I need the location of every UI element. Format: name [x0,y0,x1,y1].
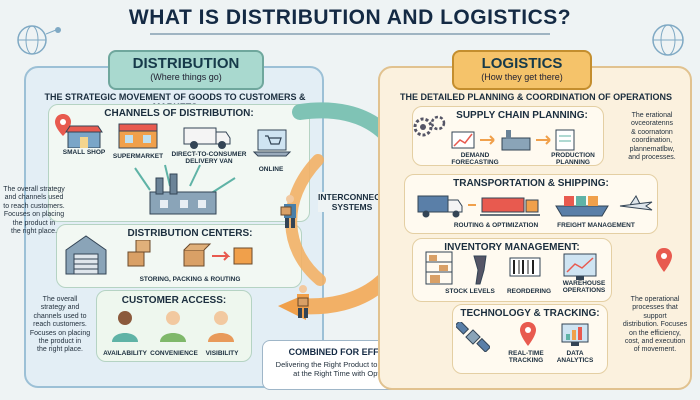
distribution-title: DISTRIBUTION [132,55,240,72]
factory-hub-icon [134,164,236,215]
small-shop-icon [65,125,103,148]
label-storing-packing-routing: STORING, PACKING & ROUTING [139,276,241,283]
location-pin-right-icon [656,248,672,272]
label-convenience: CONVENIENCE [150,350,198,357]
label-availability: AVAILABILITY [103,350,147,357]
customer-access-section [96,290,252,362]
laptop-cart-icon [252,129,292,157]
label-online: ONLINE [258,166,284,173]
distribution-subtitle: (Where things go) [150,72,222,82]
logistics-headline: THE DETAILED PLANNING & COORDINATION OF … [400,92,672,102]
worker-with-package-icon [297,285,309,318]
label-supermarket: SUPERMARKET [112,153,164,160]
distribution-note-top: The overall strategy and channels used t… [3,186,65,235]
label-reordering: REORDERING [506,288,552,295]
title-underline [150,33,550,35]
forecasting-production-icon [451,129,575,151]
technology-title: TECHNOLOGY & TRACKING: [460,308,600,319]
tracking-pin-icon [520,322,536,346]
distribution-ribbon: DISTRIBUTION (Where things go) [108,50,264,90]
inventory-icons [425,251,597,285]
globe-icon [652,24,684,56]
globe-network-icon [17,25,61,55]
gears-icon [413,115,446,137]
person-visibility-icon [208,311,234,342]
worker-carrying-box-icon [280,195,296,228]
transportation-title: TRANSPORTATION & SHIPPING: [453,178,609,189]
label-demand-forecasting: DEMAND FORECASTING [451,152,499,167]
label-small-shop: SMALL SHOP [62,149,106,156]
customer-access-title: CUSTOMER ACCESS: [121,295,227,306]
label-direct-to-consumer: DIRECT-TO-CONSUMER DELIVERY VAN [171,151,247,166]
label-visibility: VISIBILITY [205,350,239,357]
inventory-title: INVENTORY MANAGEMENT: [444,242,580,253]
label-stock-levels: STOCK LEVELS [445,288,495,295]
combined-title: COMBINED FOR EFFICIENCY: [288,347,418,357]
data-analytics-icon [561,323,589,346]
truck-train-ship-plane-icon [417,195,653,218]
distribution-centers-title: DISTRIBUTION CENTERS: [127,228,253,239]
boxes-packing-icon [127,240,253,267]
person-convenience-icon [160,311,186,342]
satellite-icon [456,322,490,352]
logistics-title: LOGISTICS [481,55,563,72]
interconnected-systems-label: INTERCONNECTED SYSTEMS [318,192,398,213]
logistics-note-top: The erational ovceoratenns & coornatonn … [628,112,676,161]
distribution-note-bottom: The overall strategy and channels used t… [29,296,91,354]
label-warehouse-operations: WAREHOUSE OPERATIONS [562,280,606,295]
delivery-van-icon [183,127,231,149]
supply-chain-title: SUPPLY CHAIN PLANNING: [456,110,588,121]
label-routing-optimization: ROUTING & OPTIMIZATION [453,222,539,229]
logistics-ribbon: LOGISTICS (How they get there) [452,50,592,90]
supermarket-icon [118,123,158,149]
page-title: WHAT IS DISTRIBUTION AND LOGISTICS? [128,6,572,29]
channels-title: CHANNELS OF DISTRIBUTION: [104,108,254,119]
label-data-analytics: DATA ANALYTICS [556,350,594,365]
label-production-planning: PRODUCTION PLANNING [551,152,595,167]
warehouse-icon [65,235,107,275]
label-freight-management: FREIGHT MANAGEMENT [557,222,635,229]
person-availability-icon [112,311,138,342]
label-real-time-tracking: REAL-TIME TRACKING [508,350,544,365]
logistics-subtitle: (How they get there) [481,72,563,82]
logistics-note-bottom: The operational processes that support d… [622,296,688,354]
